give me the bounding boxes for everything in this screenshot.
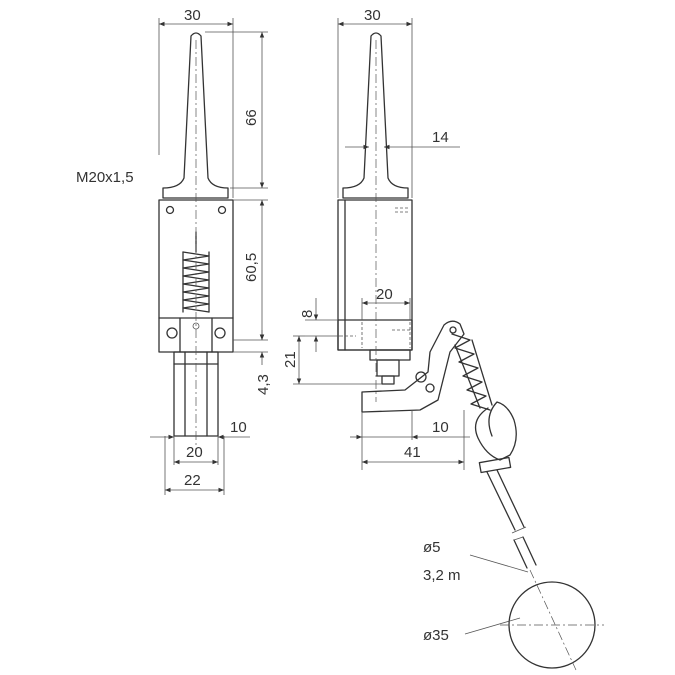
- pivot-icon: [415, 371, 427, 383]
- dim-cable-length: 3,2 m: [423, 567, 461, 584]
- dim-weight-dia: ø35: [423, 627, 449, 644]
- dim-width-20-bottom: 20: [186, 444, 203, 461]
- screw-icon: [165, 205, 175, 215]
- dim-offset-8: 8: [299, 310, 316, 318]
- lever-arm: [361, 320, 465, 413]
- dim-width-41: 41: [404, 444, 421, 461]
- dim-width-10-right: 10: [432, 419, 449, 436]
- dim-cable-dia: ø5: [423, 539, 441, 556]
- spring-icon: [451, 333, 493, 411]
- cable: [486, 469, 537, 569]
- screw-icon: [217, 205, 227, 215]
- screw-icon: [214, 327, 226, 339]
- front-dimensions: 30 66 60,5 4,3 M20x1,5 10 20 22: [76, 7, 272, 495]
- dim-thread: M20x1,5: [76, 169, 134, 186]
- dim-rod-dia: 14: [432, 129, 449, 146]
- front-rod: [162, 32, 229, 199]
- front-view: [158, 32, 234, 455]
- dim-width-22: 22: [184, 472, 201, 489]
- dim-body-height: 60,5: [243, 253, 260, 282]
- dim-front-width: 30: [184, 7, 201, 24]
- dim-height-21: 21: [282, 351, 299, 368]
- cable-hook: [474, 401, 517, 461]
- dim-height-4-3: 4,3: [255, 374, 272, 395]
- screw-icon: [166, 327, 178, 339]
- side-dimensions: 30 14 20 8 21 10 41 ø5 3,2 m: [282, 7, 529, 644]
- dim-width-10-left: 10: [230, 419, 247, 436]
- side-view: [337, 32, 604, 671]
- side-rod: [342, 32, 409, 199]
- side-body: [337, 199, 413, 351]
- dim-width-20-top: 20: [376, 286, 393, 303]
- dim-side-width: 30: [364, 7, 381, 24]
- dim-rod-length: 66: [243, 109, 260, 126]
